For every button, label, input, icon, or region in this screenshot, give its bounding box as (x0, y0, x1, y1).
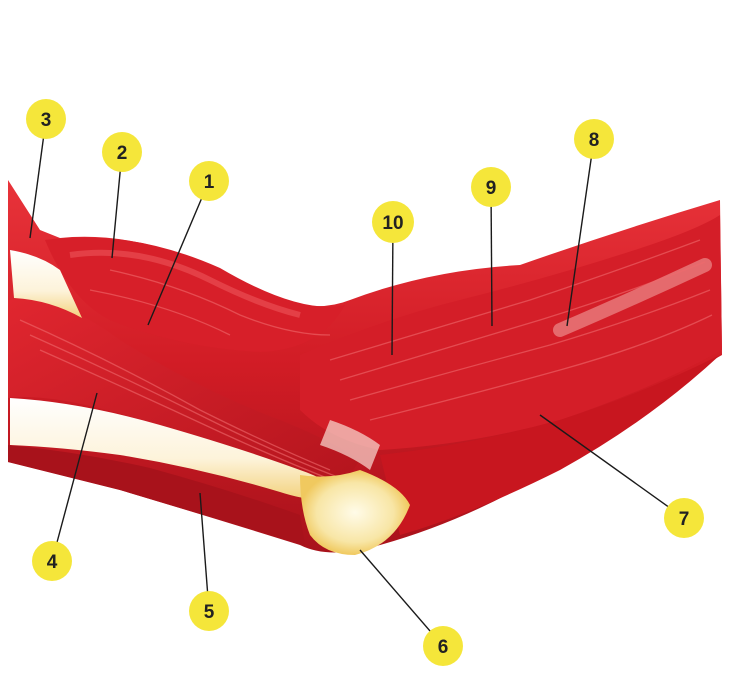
label-4: 4 (32, 541, 72, 581)
label-number-5: 5 (204, 602, 215, 623)
ulnar-border-band (10, 398, 340, 500)
label-number-8: 8 (589, 130, 600, 151)
label-number-3: 3 (41, 110, 52, 131)
label-badge-4 (32, 541, 72, 581)
forearm-highlight (553, 258, 712, 337)
label-5: 5 (189, 591, 229, 631)
label-8: 8 (574, 119, 614, 159)
leader-line-4 (51, 392, 98, 562)
label-badge-7 (664, 498, 704, 538)
leader-line-8 (566, 138, 595, 327)
callout-labels: 1 2 3 4 5 6 7 8 9 10 (26, 99, 704, 666)
label-badge-8 (574, 119, 614, 159)
forearm-lower-muscle (380, 355, 720, 535)
biceps-highlight (69, 249, 301, 318)
label-badge-6 (423, 626, 463, 666)
label-badge-2 (102, 132, 142, 172)
triceps-muscle (8, 299, 360, 490)
muscle-fibers (19, 239, 713, 486)
label-number-4: 4 (47, 552, 58, 573)
label-number-7: 7 (679, 509, 690, 530)
leader-line-10 (391, 221, 394, 356)
leader-line-3 (29, 118, 47, 239)
label-9: 9 (471, 167, 511, 207)
elbow-tendon (320, 420, 380, 470)
label-badge-5 (189, 591, 229, 631)
label-number-2: 2 (117, 143, 128, 164)
leader-line-6 (359, 549, 444, 647)
label-1: 1 (189, 161, 229, 201)
leader-line-7 (539, 414, 685, 519)
shoulder-tendon (10, 250, 82, 318)
underside-shadow (8, 445, 305, 545)
label-number-1: 1 (204, 172, 215, 193)
leader-line-1 (147, 180, 210, 326)
label-2: 2 (102, 132, 142, 172)
label-6: 6 (423, 626, 463, 666)
label-number-6: 6 (438, 637, 449, 658)
label-badge-1 (189, 161, 229, 201)
label-number-10: 10 (382, 213, 403, 234)
olecranon (300, 470, 410, 555)
forearm-muscles (300, 215, 722, 450)
label-badge-9 (471, 167, 511, 207)
label-7: 7 (664, 498, 704, 538)
label-10: 10 (372, 201, 414, 243)
label-number-9: 9 (486, 178, 497, 199)
label-badge-10 (372, 201, 414, 243)
label-3: 3 (26, 99, 66, 139)
label-badge-3 (26, 99, 66, 139)
leader-line-9 (490, 186, 493, 327)
